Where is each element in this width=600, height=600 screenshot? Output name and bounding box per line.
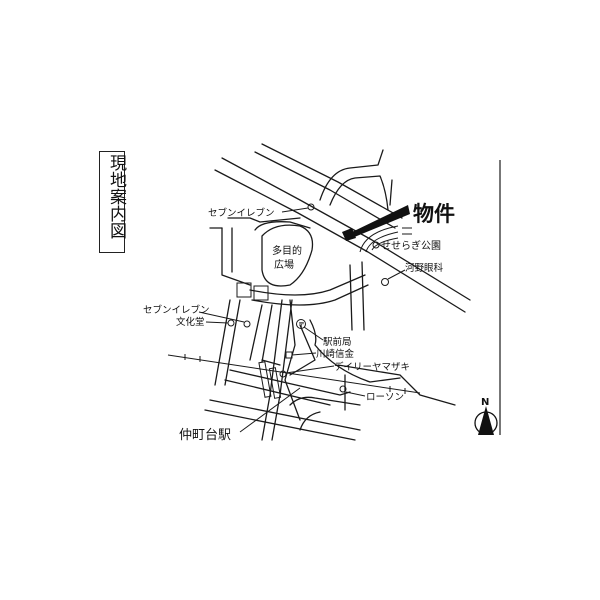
landmark-label-seven-eleven-west: セブンイレブン bbox=[143, 304, 210, 316]
plaza-label-line1: 多目的 bbox=[272, 244, 302, 257]
upper-road bbox=[254, 143, 403, 229]
map-title: 現地案内図 bbox=[106, 154, 126, 239]
west-roads bbox=[209, 217, 311, 286]
west-blocks bbox=[214, 282, 293, 441]
svg-text:〒: 〒 bbox=[298, 321, 305, 329]
circle-marker-icon bbox=[307, 203, 315, 211]
post-office-icon bbox=[296, 319, 306, 329]
landmark-label-seseragi-park: せせらぎ公園 bbox=[381, 239, 441, 252]
railway-line bbox=[167, 354, 421, 394]
clinic-marker-icon bbox=[381, 278, 389, 286]
station-platforms bbox=[258, 361, 282, 399]
circle-marker-icon bbox=[243, 320, 251, 328]
landmark-label-kono-ganka: 河野眼科 bbox=[405, 262, 444, 274]
scan-edge-line bbox=[499, 160, 501, 435]
plaza-label-line2: 広場 bbox=[274, 258, 294, 271]
landmark-label-lawson: ローソン bbox=[366, 392, 404, 403]
map-title-frame bbox=[99, 151, 125, 253]
station-roads bbox=[204, 299, 456, 441]
landmark-label-kawasaki-shinkin: 川崎信金 bbox=[316, 348, 355, 360]
circle-marker-icon bbox=[279, 370, 287, 378]
main-road bbox=[214, 157, 471, 313]
central-road bbox=[249, 261, 369, 331]
north-road bbox=[319, 149, 393, 211]
property-label: 物件 bbox=[413, 202, 455, 226]
property-marker bbox=[342, 205, 410, 241]
landmark-label-seven-eleven-north: セブンイレブン bbox=[208, 207, 275, 219]
station-label: 仲町台駅 bbox=[179, 428, 231, 443]
north-arrow-icon: N bbox=[474, 397, 498, 435]
plaza-outline bbox=[261, 224, 314, 287]
circle-marker-icon bbox=[339, 385, 347, 393]
circle-marker-icon bbox=[372, 241, 380, 249]
svg-text:N: N bbox=[481, 397, 489, 408]
landmark-label-daily-yamazaki: デイリーヤマザキ bbox=[334, 361, 410, 373]
seseragi-park-arcs bbox=[359, 225, 412, 253]
landmark-label-bunkado: 文化堂 bbox=[176, 316, 205, 328]
landmark-label-ekimae-post: 駅前局 bbox=[323, 336, 352, 348]
circle-marker-icon bbox=[227, 319, 235, 327]
